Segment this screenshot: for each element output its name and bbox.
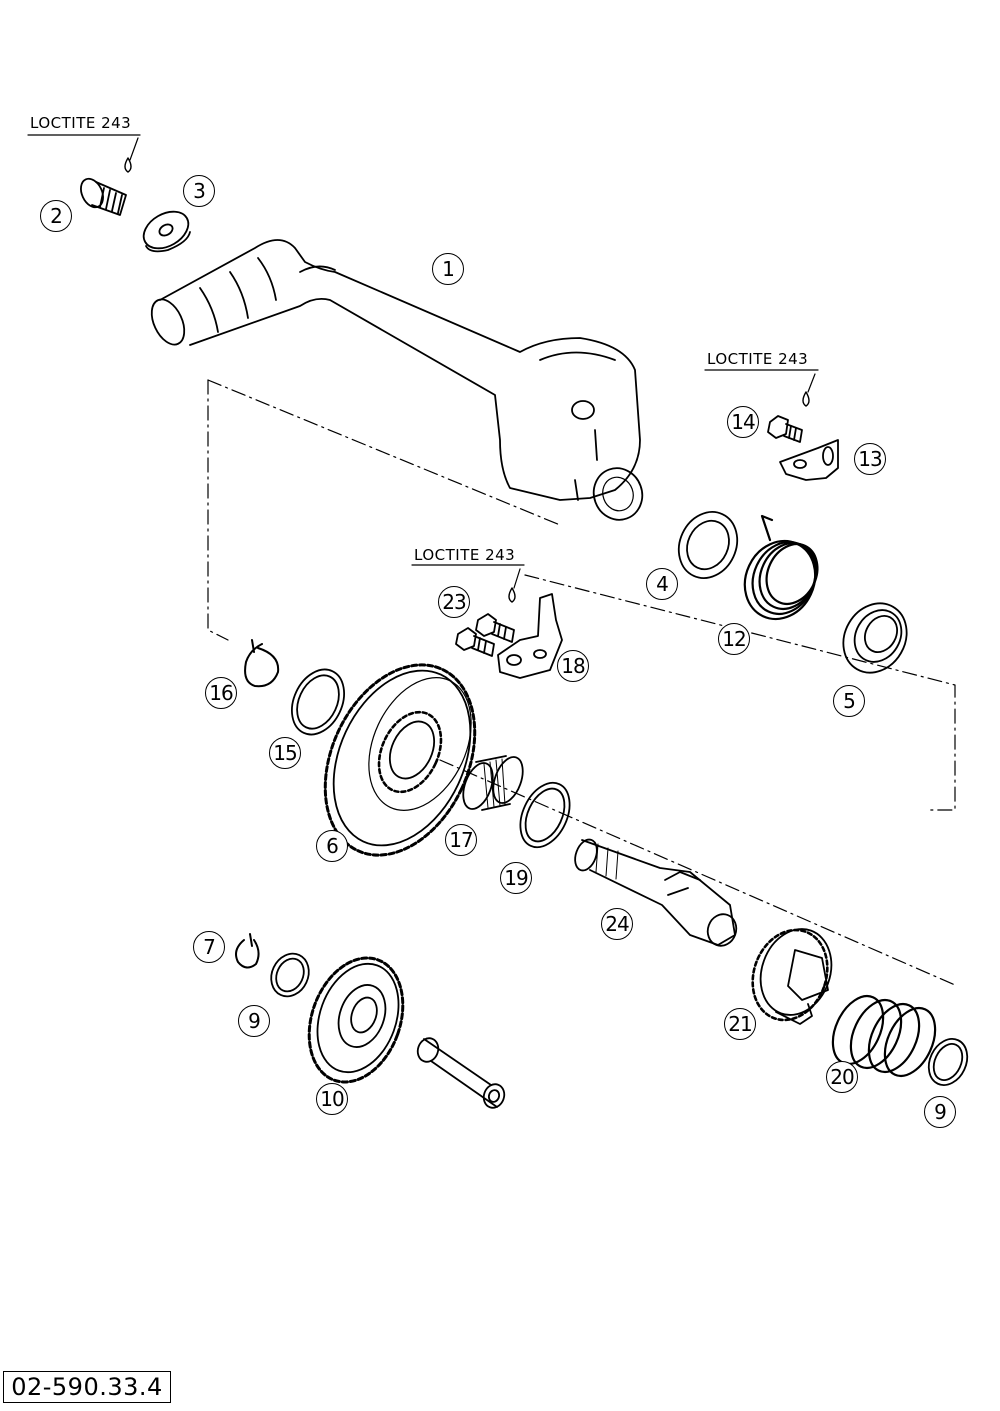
callout-14: 14: [727, 406, 759, 438]
callout-6: 6: [316, 830, 348, 862]
part-4-washer: [677, 511, 739, 579]
part-12-spring: [743, 514, 819, 621]
callout-18: 18: [557, 650, 589, 682]
part-16-circlip: [244, 639, 280, 688]
callout-15: 15: [269, 737, 301, 769]
document-id: 02-590.33.4: [3, 1371, 171, 1403]
callout-12: 12: [718, 623, 750, 655]
part-13-bracket: [779, 439, 839, 481]
callout-20: 20: [826, 1061, 858, 1093]
callout-10: 10: [316, 1083, 348, 1115]
callout-16: 16: [205, 677, 237, 709]
callout-7: 7: [193, 931, 225, 963]
part-21-ratchet: [751, 928, 833, 1025]
part-6-kick-gear: [323, 663, 477, 857]
part-19-washer: [519, 781, 571, 849]
callout-9: 9: [924, 1096, 956, 1128]
part-2-screw: [80, 177, 127, 216]
part-9-washer-right: [927, 1038, 969, 1086]
callout-17: 17: [445, 824, 477, 856]
callout-24: 24: [601, 908, 633, 940]
loctite-note: LOCTITE 243: [707, 350, 809, 368]
loctite-drop-icons: [124, 157, 810, 603]
callout-19: 19: [500, 862, 532, 894]
part-10-bushing: [416, 1037, 506, 1109]
callout-13: 13: [854, 443, 886, 475]
callout-3: 3: [183, 175, 215, 207]
part-7-circlip: [235, 933, 260, 969]
part-3-washer: [142, 210, 191, 253]
callout-1: 1: [432, 253, 464, 285]
callout-4: 4: [646, 568, 678, 600]
part-23-bolts: [455, 613, 515, 657]
callout-23: 23: [438, 586, 470, 618]
loctite-note: LOCTITE 243: [414, 546, 516, 564]
loctite-leaders: [27, 134, 819, 589]
callout-9: 9: [238, 1005, 270, 1037]
part-18-stop-plate: [497, 593, 563, 679]
loctite-note: LOCTITE 243: [30, 114, 132, 132]
part-10-idler-gear: [307, 956, 405, 1084]
part-9-washer-left: [270, 952, 310, 998]
part-5-washer: [842, 602, 908, 674]
part-15-washer: [291, 668, 345, 736]
callout-2: 2: [40, 200, 72, 232]
part-14-bolt: [767, 415, 803, 443]
callout-5: 5: [833, 685, 865, 717]
part-17-needle-bearing: [462, 755, 524, 811]
assembly-guide-lines: [207, 379, 956, 986]
callout-21: 21: [724, 1008, 756, 1040]
part-24-kick-shaft: [574, 838, 738, 947]
part-1-kick-lever: [150, 239, 644, 521]
